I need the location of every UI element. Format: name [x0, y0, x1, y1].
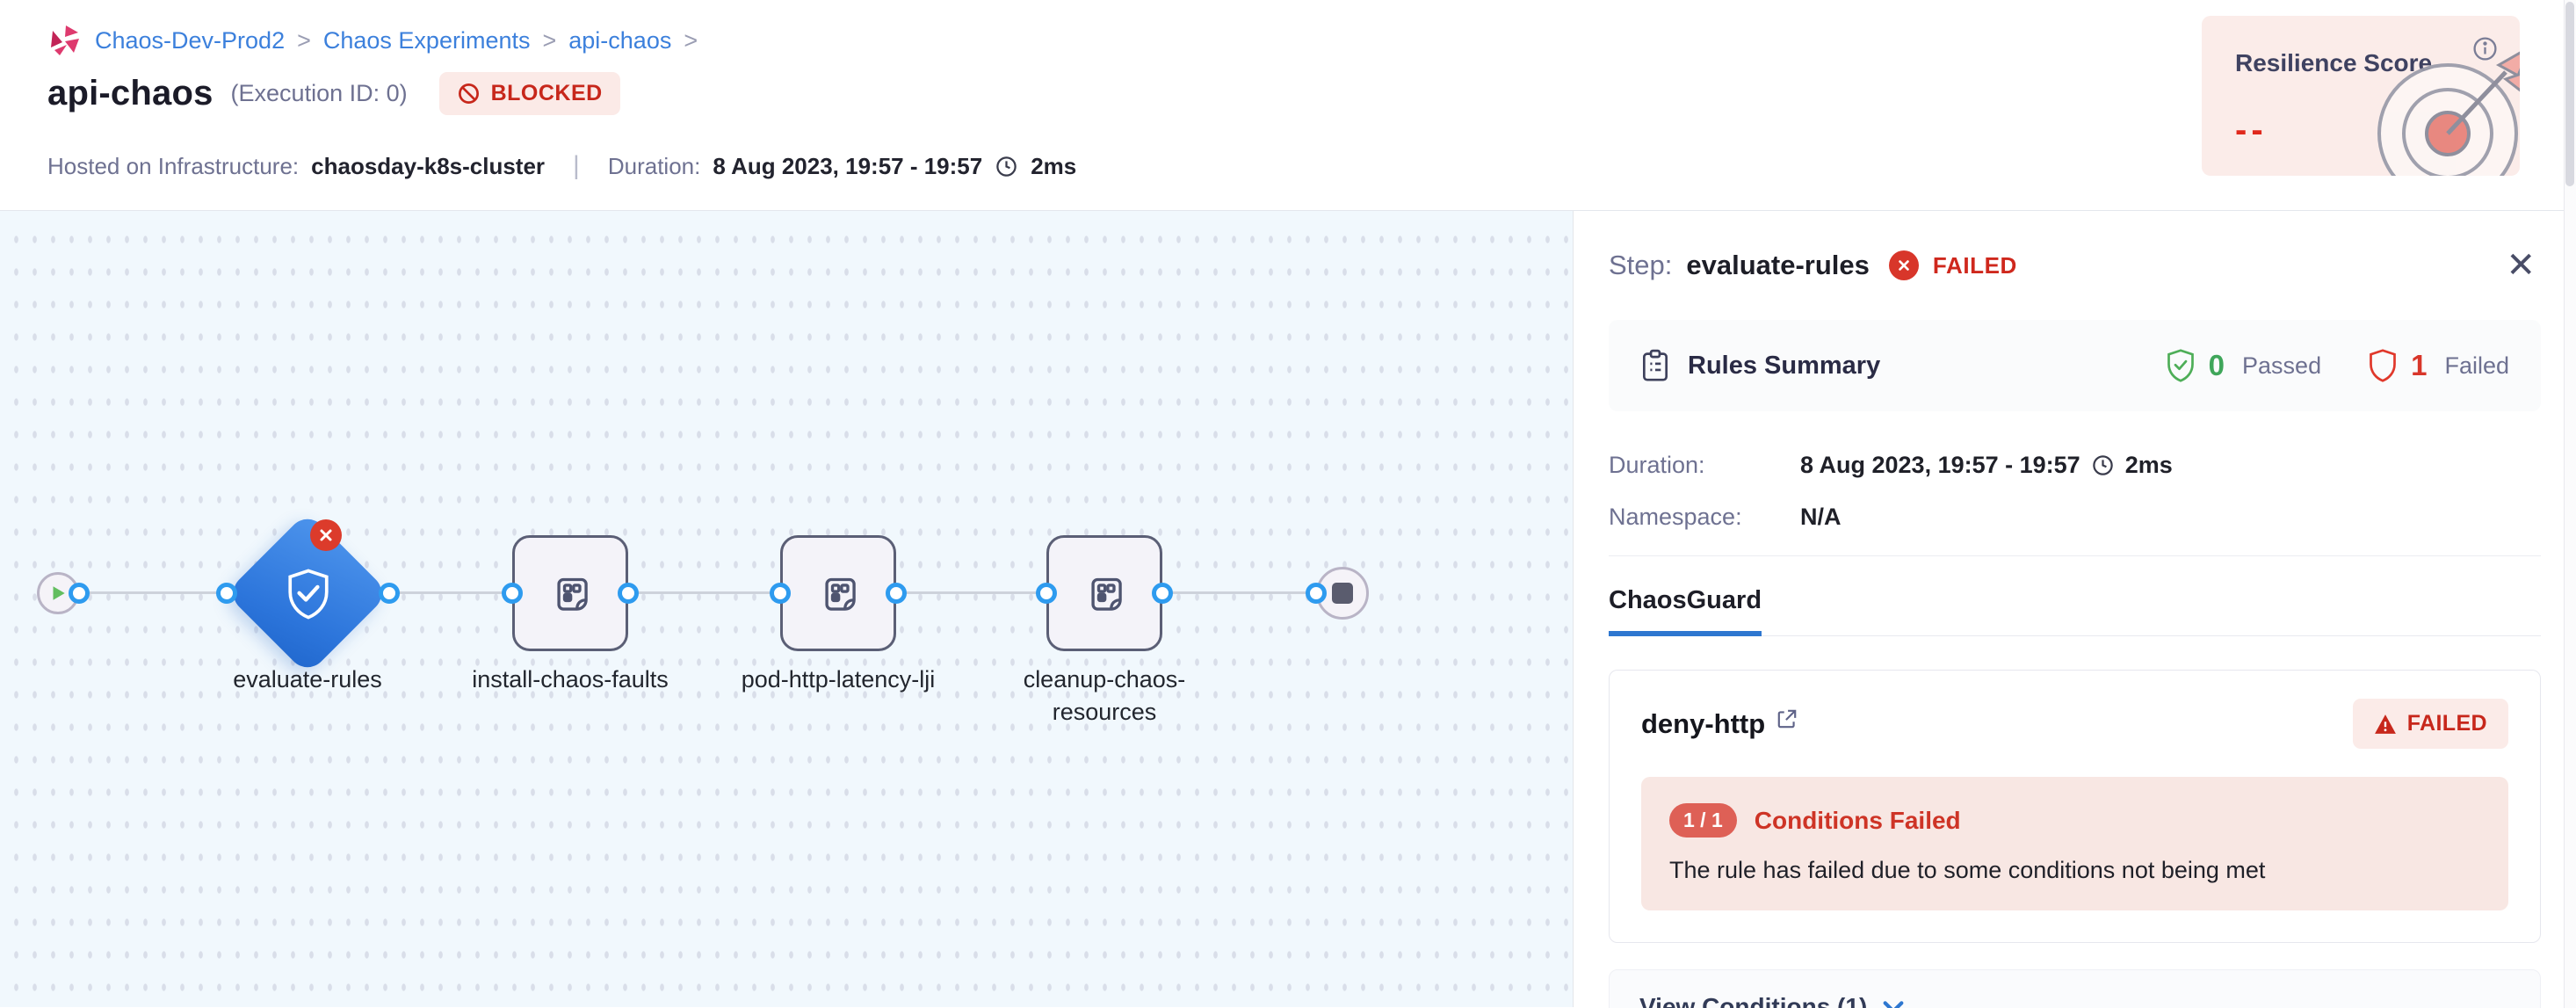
namespace-row: Namespace: N/A: [1609, 504, 2541, 531]
edge-connector-dot[interactable]: [886, 583, 907, 604]
pipeline-node-install-chaos-faults[interactable]: [512, 535, 628, 651]
step-icon: [811, 566, 865, 620]
experiment-meta: Hosted on Infrastructure: chaosday-k8s-c…: [47, 151, 1076, 181]
rule-status-label: FAILED: [2406, 711, 2487, 736]
panel-tabs: ChaosGuard: [1609, 586, 2541, 636]
rules-summary-card: Rules Summary 0 Passed: [1609, 320, 2541, 411]
step-status-label: FAILED: [1932, 251, 2017, 279]
target-arrow-illustration: [2367, 30, 2520, 176]
resilience-score-value: --: [2235, 111, 2268, 149]
step-details-header: Step: evaluate-rules FAILED ✕: [1609, 248, 2541, 283]
page-header: Chaos-Dev-Prod2 > Chaos Experiments > ap…: [0, 0, 2576, 211]
chaos-module-icon: [47, 23, 83, 58]
edge-connector-dot[interactable]: [69, 583, 90, 604]
shield-fail-icon: [2367, 348, 2399, 383]
clock-icon: [2091, 453, 2115, 477]
page-scrollbar[interactable]: [2564, 0, 2576, 1008]
edge-connector-dot[interactable]: [770, 583, 791, 604]
status-badge-blocked: BLOCKED: [438, 72, 620, 115]
tab-chaosguard[interactable]: ChaosGuard: [1609, 586, 1762, 636]
edge-connector-dot[interactable]: [502, 583, 523, 604]
duration-key: Duration:: [1609, 452, 1705, 478]
duration-value: 8 Aug 2023, 19:57 - 19:57 2ms: [1800, 452, 2173, 478]
conditions-failed-title: Conditions Failed: [1754, 806, 1961, 834]
shield-pass-icon: [2165, 348, 2196, 383]
breadcrumb-separator: >: [684, 26, 698, 54]
view-conditions-toggle[interactable]: View Conditions (1): [1609, 969, 2541, 1008]
node-error-badge-icon: [310, 519, 342, 551]
shield-check-icon: [284, 568, 333, 620]
duration-label: Duration:: [607, 152, 701, 179]
rule-name: deny-http: [1641, 707, 1766, 739]
resilience-score-title: Resilience Score: [2235, 49, 2433, 76]
duration-ms: 2ms: [1031, 152, 1077, 179]
breadcrumb: Chaos-Dev-Prod2 > Chaos Experiments > ap…: [47, 23, 698, 58]
step-failed-icon: [1888, 250, 1919, 280]
breadcrumb-project[interactable]: Chaos-Dev-Prod2: [95, 26, 286, 54]
node-label-install-chaos-faults: install-chaos-faults: [472, 666, 669, 693]
breadcrumb-separator: >: [297, 26, 311, 54]
conditions-ratio-pill: 1 / 1: [1669, 803, 1737, 838]
conditions-failed-panel: 1 / 1 Conditions Failed The rule has fai…: [1641, 777, 2508, 910]
edge-connector-dot[interactable]: [1036, 583, 1057, 604]
resilience-score-card: Resilience Score --: [2202, 16, 2520, 176]
main-content: evaluate-rules install-chaos-faults: [0, 211, 2576, 1008]
pipeline-node-pod-http-latency[interactable]: [780, 535, 896, 651]
blocked-icon: [457, 82, 481, 105]
title-row: api-chaos (Execution ID: 0) BLOCKED: [47, 72, 620, 115]
node-label-evaluate-rules: evaluate-rules: [233, 666, 382, 693]
meta-divider: |: [573, 151, 580, 180]
breadcrumb-experiment-name[interactable]: api-chaos: [568, 26, 672, 54]
rules-passed-count: 0 Passed: [2165, 348, 2321, 383]
rules-failed-count: 1 Failed: [2367, 348, 2509, 383]
panel-divider: [1609, 555, 2541, 556]
rule-card-deny-http: deny-http: [1609, 670, 2541, 943]
node-label-pod-http-latency: pod-http-latency-lji: [741, 666, 936, 693]
breadcrumb-separator: >: [542, 26, 557, 54]
chevron-down-icon: [1881, 997, 1906, 1008]
rules-summary-title: Rules Summary: [1688, 351, 1881, 380]
pipeline-node-evaluate-rules[interactable]: [225, 511, 390, 676]
duration-value: 8 Aug 2023, 19:57 - 19:57: [713, 152, 983, 179]
step-metadata: Duration: 8 Aug 2023, 19:57 - 19:57 2ms …: [1609, 452, 2541, 531]
rule-status-badge: FAILED: [2352, 699, 2508, 749]
pipeline-node-cleanup-chaos-resources[interactable]: [1046, 535, 1162, 651]
clipboard-icon: [1640, 349, 1670, 382]
edge-connector-dot[interactable]: [216, 583, 237, 604]
edge-connector-dot[interactable]: [379, 583, 400, 604]
namespace-value: N/A: [1800, 504, 1842, 530]
external-link-icon[interactable]: [1776, 707, 1798, 730]
pipeline-edge: [58, 591, 1342, 594]
view-conditions-label: View Conditions (1): [1639, 993, 1868, 1008]
infrastructure-name: chaosday-k8s-cluster: [311, 152, 546, 179]
node-label-cleanup-chaos-resources: cleanup-chaos-resources: [1023, 666, 1186, 725]
step-icon: [543, 566, 597, 620]
step-label: Step:: [1609, 250, 1673, 280]
pipeline-canvas[interactable]: evaluate-rules install-chaos-faults: [0, 211, 1573, 1007]
status-badge-label: BLOCKED: [490, 81, 603, 105]
scrollbar-thumb[interactable]: [2565, 2, 2574, 186]
namespace-key: Namespace:: [1609, 504, 1742, 530]
info-icon[interactable]: [2471, 35, 2499, 62]
duration-row: Duration: 8 Aug 2023, 19:57 - 19:57 2ms: [1609, 452, 2541, 479]
edge-connector-dot[interactable]: [618, 583, 639, 604]
close-icon[interactable]: ✕: [2506, 246, 2536, 285]
breadcrumb-experiments[interactable]: Chaos Experiments: [322, 26, 531, 54]
step-name: evaluate-rules: [1686, 250, 1870, 280]
conditions-failed-message: The rule has failed due to some conditio…: [1669, 857, 2266, 883]
warning-icon: [2374, 714, 2397, 735]
edge-connector-dot[interactable]: [1306, 583, 1327, 604]
hosted-label: Hosted on Infrastructure:: [47, 152, 300, 179]
step-icon: [1077, 566, 1132, 620]
step-details-panel: Step: evaluate-rules FAILED ✕: [1573, 211, 2576, 1008]
execution-id-label: (Execution ID: 0): [230, 80, 408, 106]
page-title: api-chaos: [47, 74, 213, 112]
play-icon: [48, 584, 68, 603]
stop-icon: [1332, 583, 1353, 604]
clock-icon: [995, 155, 1018, 178]
edge-connector-dot[interactable]: [1152, 583, 1173, 604]
